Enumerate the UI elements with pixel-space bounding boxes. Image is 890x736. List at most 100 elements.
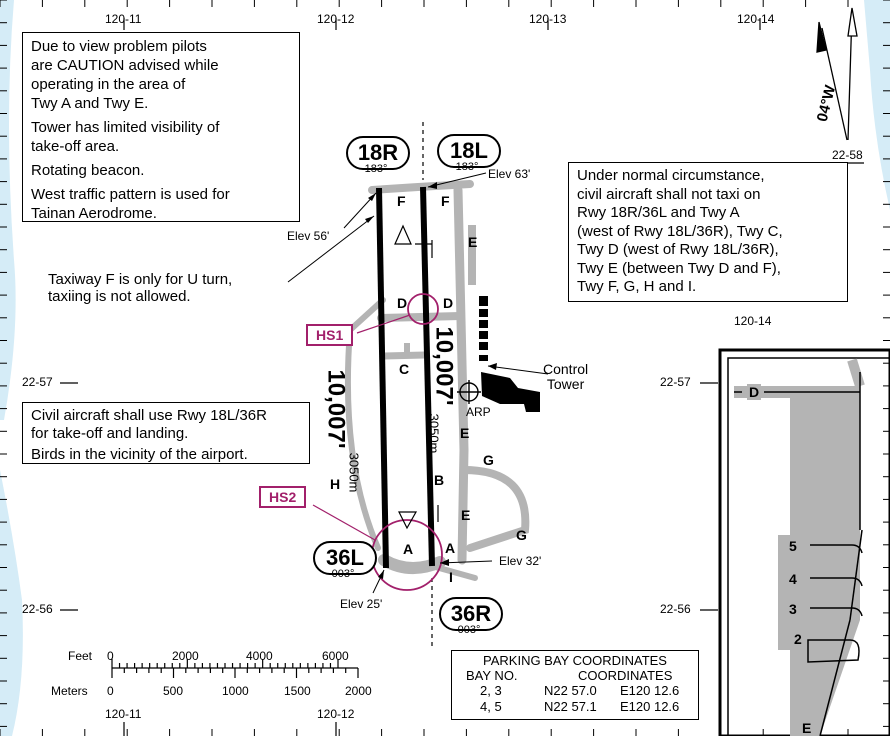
taxiway-c: [380, 351, 429, 360]
taxiway-label-i: I: [449, 569, 453, 585]
taxiway-label-e: E: [468, 234, 478, 250]
caution-note-2: Tower has limited visibility of take-off…: [31, 119, 220, 155]
bay-latitude: N22 57.0: [544, 683, 597, 698]
inset-bay-4: 4: [789, 571, 797, 587]
wind-indicator: [394, 224, 439, 530]
lon-label: 120-12: [317, 12, 355, 26]
runway-id-36r: 36R: [439, 597, 503, 631]
lon-label: 120-11: [105, 707, 142, 721]
scale-feet-tick: 6000: [322, 649, 349, 663]
hotspot-hs1[interactable]: HS1: [306, 324, 354, 346]
taxi-restriction-text: Under normal circumstance, civil aircraf…: [577, 167, 783, 295]
inset-bay-3: 3: [789, 601, 797, 617]
water-area: [0, 470, 23, 736]
scale-feet-tick: 0: [107, 649, 114, 663]
table-row: 4, 5 N22 57.1 E120 12.6: [458, 699, 692, 715]
inset-lon-label: 120-14: [734, 314, 772, 328]
scale-feet-tick: 2000: [172, 649, 199, 663]
taxiway-label-d: D: [397, 295, 408, 311]
taxiway-label-f: F: [441, 193, 450, 209]
taxiway-label-e: E: [461, 507, 471, 523]
taxi-restriction-note: Under normal circumstance, civil aircraf…: [568, 162, 848, 302]
taxiway-e: [453, 185, 469, 565]
water-area: [864, 0, 890, 210]
scale-meter-tick: 500: [163, 684, 184, 698]
scale-bar: [111, 659, 359, 678]
arp-symbol: [457, 380, 481, 404]
lon-label: 120-13: [529, 12, 567, 26]
taxiway-h: [344, 297, 386, 551]
lat-label: 22-56: [660, 602, 691, 616]
runway-id-18l: 18L: [437, 134, 501, 168]
elevation-56: Elev 56': [287, 229, 330, 243]
runway-heading-18l: 183°: [455, 161, 479, 173]
parking-bay-col-coords: COORDINATES: [578, 668, 673, 683]
hotspot-hs2[interactable]: HS2: [259, 486, 307, 508]
lat-label: 22-57: [22, 375, 53, 389]
runway-length-ft-18l: 10,007': [430, 326, 458, 406]
runway-heading-18r: 183°: [364, 163, 388, 175]
runway-heading-36r: 003°: [457, 624, 481, 636]
civil-use-note-box: Civil aircraft shall use Rwy 18L/36R for…: [22, 402, 310, 464]
scale-feet-label: Feet: [68, 649, 93, 663]
inset-bay-2: 2: [794, 631, 802, 647]
parking-bay-title: PARKING BAY COORDINATES: [483, 653, 667, 668]
taxiway-label-g: G: [483, 452, 494, 468]
caution-note-box: Due to view problem pilots are CAUTION a…: [22, 32, 300, 222]
elevation-63: Elev 63': [488, 167, 531, 181]
lon-label: 120-11: [105, 12, 142, 26]
lat-label: 22-56: [22, 602, 53, 616]
runway-18r-36l: [376, 187, 389, 569]
scale-meter-tick: 0: [107, 684, 114, 698]
taxiway-f: [368, 180, 474, 194]
taxiway-label-a: A: [403, 541, 414, 557]
inset-taxiway-e: E: [802, 720, 812, 736]
bay-number: 4, 5: [480, 699, 502, 714]
control-tower-label: Control Tower: [543, 361, 589, 392]
inset-bay-5: 5: [789, 538, 797, 554]
parking-bay-table: PARKING BAY COORDINATES BAY NO. COORDINA…: [451, 650, 699, 720]
north-arrow: [816, 7, 858, 141]
civil-use-note: Civil aircraft shall use Rwy 18L/36R for…: [31, 407, 267, 442]
runway-id-18r: 18R: [346, 136, 410, 170]
scale-meter-tick: 1000: [222, 684, 249, 698]
lat-label: 22-58: [832, 148, 863, 162]
taxiway-f-note: Taxiway F is only for U turn, taxiing is…: [48, 271, 233, 305]
runway-length-m-18l: 3050m: [426, 413, 442, 454]
runway-heading-36l: 003°: [331, 568, 355, 580]
lon-label: 120-12: [317, 707, 355, 721]
taxiway-label-a: A: [445, 540, 456, 556]
apron-buildings: [479, 296, 540, 412]
runway-id-36l: 36L: [313, 541, 377, 575]
runway-length-ft-18r: 10,007': [322, 369, 350, 449]
taxiway-g: [460, 466, 530, 552]
taxiway-label-b: B: [434, 472, 445, 488]
arp-label: ARP: [466, 405, 491, 419]
inset-taxiway-d: D: [747, 384, 762, 400]
taxiway-label-h: H: [330, 476, 341, 492]
caution-note-4: West traffic pattern is used for Tainan …: [31, 186, 230, 222]
lon-label: 120-14: [737, 12, 775, 26]
water-area: [0, 0, 16, 420]
taxiway-label-f: F: [397, 193, 406, 209]
caution-note-1: Due to view problem pilots are CAUTION a…: [31, 38, 219, 112]
bay-longitude: E120 12.6: [620, 699, 680, 714]
parking-bay-col-bay: BAY NO.: [466, 668, 518, 683]
birds-note: Birds in the vicinity of the airport.: [31, 446, 248, 463]
taxiway-label-d: D: [443, 295, 454, 311]
caution-note-3: Rotating beacon.: [31, 162, 145, 179]
taxiway-label-e: E: [460, 425, 470, 441]
scale-feet-tick: 4000: [246, 649, 273, 663]
taxiway-d: [377, 312, 464, 322]
elevation-32: Elev 32': [499, 554, 542, 568]
table-row: 2, 3 N22 57.0 E120 12.6: [458, 683, 692, 699]
lat-label: 22-57: [660, 375, 691, 389]
taxiway-label-c: C: [399, 361, 410, 377]
hotspot-hs1-circle: [407, 293, 439, 325]
bay-number: 2, 3: [480, 683, 502, 698]
scale-meter-tick: 2000: [345, 684, 372, 698]
taxiway-label-g: G: [516, 527, 527, 543]
elevation-25: Elev 25': [340, 597, 383, 611]
inset-panel: [718, 348, 890, 736]
